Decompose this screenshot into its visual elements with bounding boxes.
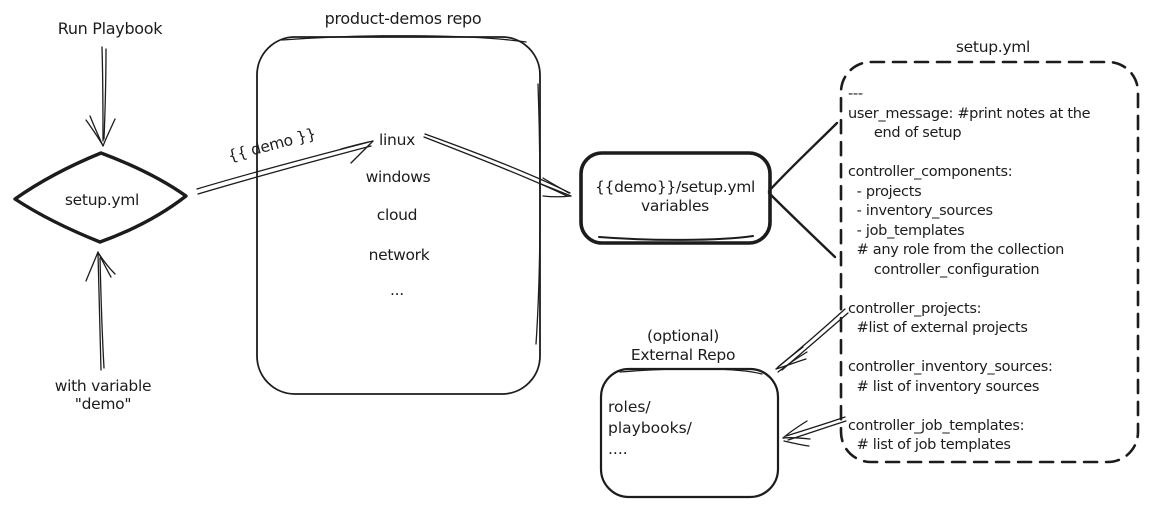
code-line: controller_configuration xyxy=(848,261,1040,278)
repo-item-network: network xyxy=(368,246,430,264)
code-line: end of setup xyxy=(848,125,962,141)
code-line: controller_inventory_sources: xyxy=(848,359,1053,375)
variables-fan-lines xyxy=(767,121,839,259)
variables-box-line2: variables xyxy=(641,197,709,215)
repo-item-windows: windows xyxy=(365,168,431,186)
linux-to-variables-arrow xyxy=(423,133,572,198)
variables-box xyxy=(579,151,772,245)
setup-diamond-label: setup.yml xyxy=(64,191,140,209)
with-variable-line1: with variable xyxy=(54,377,152,395)
product-demos-repo-box xyxy=(256,35,541,395)
code-line: --- xyxy=(848,86,863,102)
setup-yml-code-block: --- user_message: #print notes at the en… xyxy=(848,85,1136,456)
job-templates-to-external-repo-arrow xyxy=(782,416,847,447)
external-repo-caption-line1: (optional) xyxy=(647,327,719,345)
code-line xyxy=(848,397,1136,417)
run-playbook-arrow xyxy=(85,46,116,147)
external-repo-roles: roles/ xyxy=(608,398,651,416)
with-variable-line2: "demo" xyxy=(74,395,132,413)
run-playbook-label: Run Playbook xyxy=(57,19,163,38)
external-repo-caption-line2: External Repo xyxy=(630,346,736,364)
code-line: - projects xyxy=(848,183,922,200)
code-line: - job_templates xyxy=(848,222,965,239)
repo-item-more: ... xyxy=(390,281,404,299)
code-line xyxy=(848,339,1136,359)
code-line xyxy=(848,144,1136,164)
code-line: controller_job_templates: xyxy=(848,417,1025,434)
setup-diamond-shape xyxy=(13,151,188,244)
code-line: controller_components: xyxy=(848,164,1013,180)
code-line: - inventory_sources xyxy=(848,203,993,219)
code-line: controller_projects: xyxy=(848,300,982,317)
code-line: # any role from the collection xyxy=(848,242,1065,258)
setup-yml-file-title: setup.yml xyxy=(955,38,1031,56)
with-variable-arrow xyxy=(85,251,116,371)
code-line: # list of inventory sources xyxy=(848,378,1040,395)
setup-yml-file-box xyxy=(839,60,1140,464)
external-repo-playbooks: playbooks/ xyxy=(608,419,692,437)
external-repo-box xyxy=(599,367,780,499)
variables-box-line1: {{demo}}/setup.yml xyxy=(594,178,756,196)
code-line: #list of external projects xyxy=(848,320,1028,336)
code-line xyxy=(848,280,1136,300)
code-line: # list of job templates xyxy=(848,437,1011,453)
repo-item-linux: linux xyxy=(379,131,415,149)
projects-to-external-repo-arrow xyxy=(775,308,849,373)
repo-item-cloud: cloud xyxy=(376,206,418,224)
code-line: user_message: #print notes at the xyxy=(848,105,1091,122)
demo-arrow xyxy=(196,140,374,195)
external-repo-contents: roles/ playbooks/ .... xyxy=(608,397,692,460)
external-repo-more: .... xyxy=(608,440,628,458)
product-demos-repo-title: product-demos repo xyxy=(324,9,482,28)
